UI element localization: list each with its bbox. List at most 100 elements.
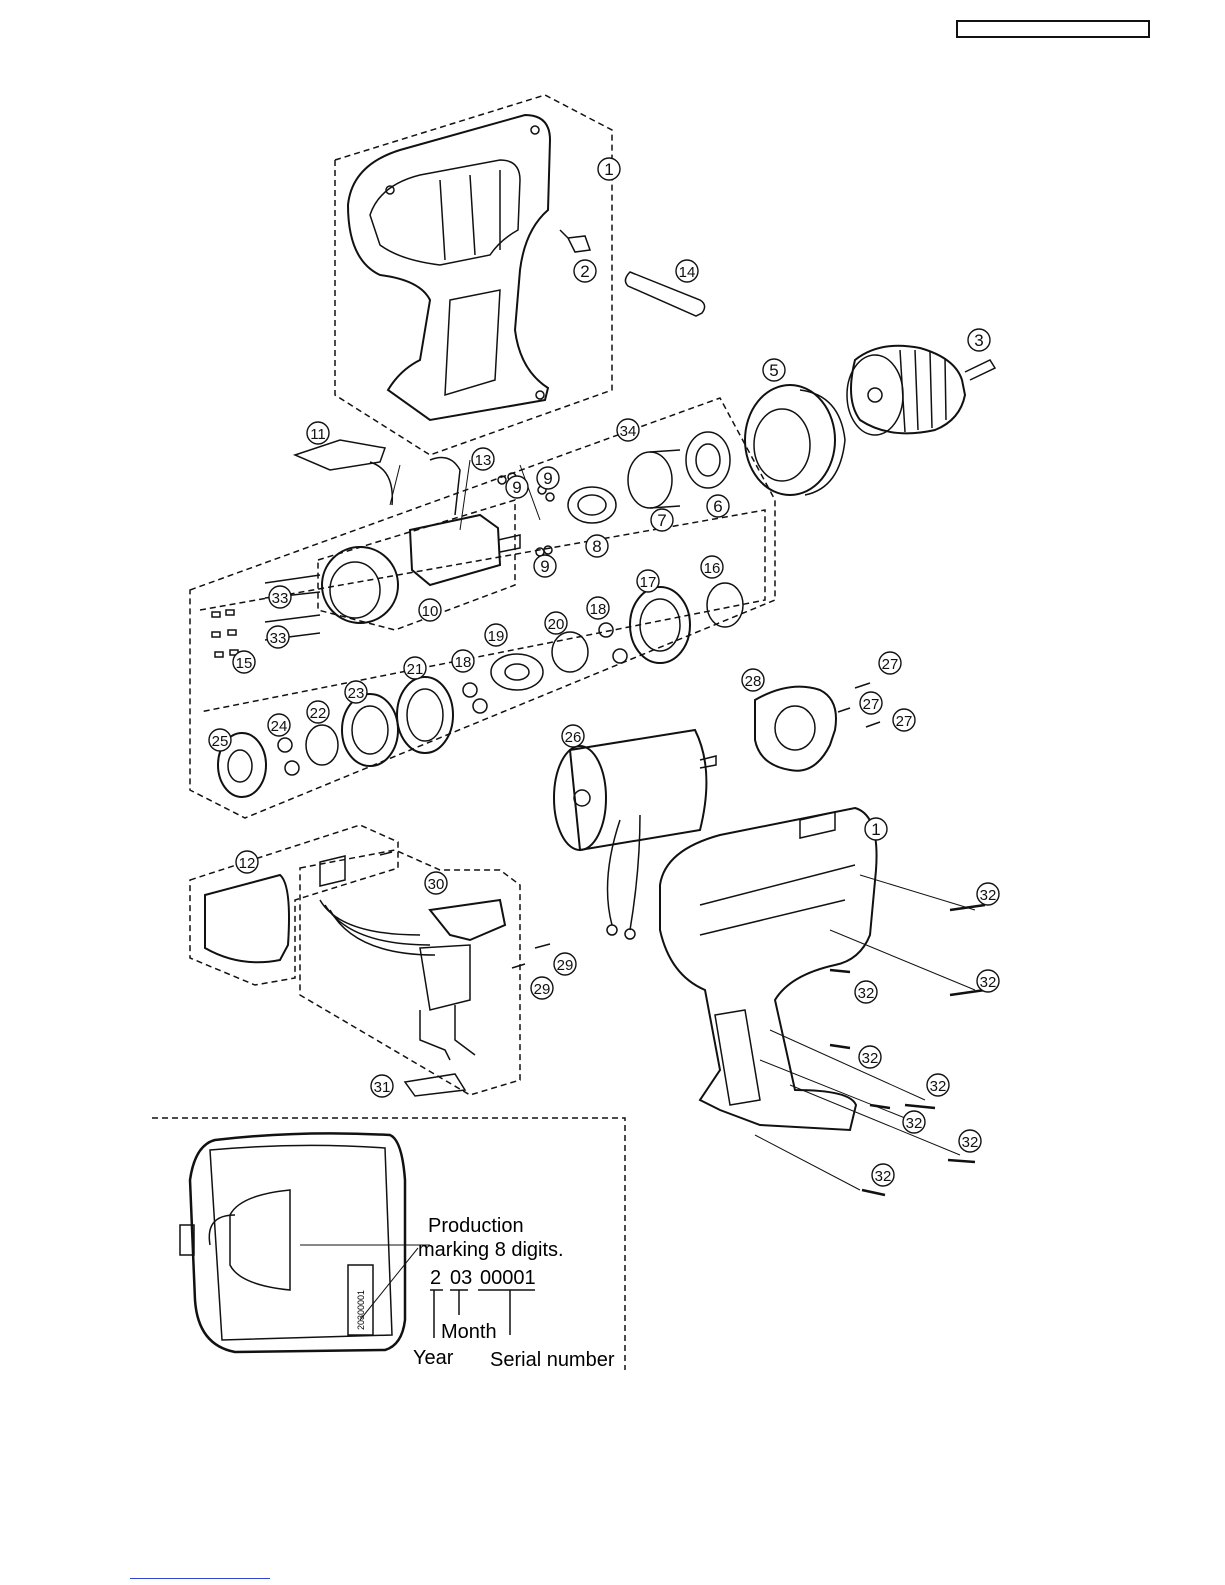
motor-26-lug xyxy=(607,925,617,935)
piece-15 xyxy=(215,652,223,657)
housing-right-grip xyxy=(715,1010,760,1105)
callout-29: 29 xyxy=(554,953,576,975)
code-month: 03 xyxy=(450,1267,472,1289)
washer-part-8-inner xyxy=(578,495,606,515)
planet-gear-18b xyxy=(473,699,487,713)
code-year: 2 xyxy=(430,1267,441,1289)
ring-gear-17-inner xyxy=(640,599,680,651)
planetary-group-outline xyxy=(200,510,765,712)
callout-number: 10 xyxy=(422,603,439,620)
motor-26-terminal xyxy=(700,756,716,768)
screws-32 xyxy=(830,905,985,1195)
callout-number: 32 xyxy=(862,1050,879,1067)
callout-number: 27 xyxy=(863,696,880,713)
callout-number: 19 xyxy=(488,628,505,645)
callout-number: 22 xyxy=(310,705,327,722)
callout-32: 32 xyxy=(959,1130,981,1152)
callout-32: 32 xyxy=(927,1074,949,1096)
callout-32: 32 xyxy=(977,883,999,905)
ring-part-6-inner xyxy=(696,444,720,476)
callout-18: 18 xyxy=(452,650,474,672)
callout-32: 32 xyxy=(872,1164,894,1186)
housing-screw-hole xyxy=(536,391,544,399)
callout-33: 33 xyxy=(269,586,291,608)
callout-number: 34 xyxy=(620,423,637,440)
callout-27: 27 xyxy=(860,692,882,714)
callout-8: 8 xyxy=(586,535,608,557)
chuck-face xyxy=(847,355,903,435)
callout-18: 18 xyxy=(587,597,609,619)
piece-15 xyxy=(212,612,220,617)
callout-number: 9 xyxy=(540,557,549,576)
motor-plate-28-hole xyxy=(775,706,815,750)
callout-32: 32 xyxy=(855,981,877,1003)
piece-15 xyxy=(212,632,220,637)
callout-12: 12 xyxy=(236,851,258,873)
callout-number: 9 xyxy=(512,478,521,497)
housing-left-half xyxy=(348,115,550,420)
callout-number: 3 xyxy=(974,331,983,350)
callout-number: 1 xyxy=(871,820,880,839)
clutch-ring-inner xyxy=(754,409,810,481)
piece-15 xyxy=(228,630,236,635)
callout-number: 21 xyxy=(407,661,424,678)
callout-number: 30 xyxy=(428,876,445,893)
callout-number: 33 xyxy=(272,590,289,607)
callout-number: 29 xyxy=(534,981,551,998)
switch-cap-group-outline xyxy=(190,825,398,985)
lever-part-11 xyxy=(295,440,392,505)
ring-gear-21-inner xyxy=(407,689,443,741)
motor-26-face xyxy=(554,746,606,850)
callout-21: 21 xyxy=(404,657,426,679)
callout-number: 18 xyxy=(455,654,472,671)
callout-9: 9 xyxy=(534,555,556,577)
washer-19 xyxy=(491,654,543,690)
callout-22: 22 xyxy=(307,701,329,723)
motor-26-body xyxy=(570,730,706,850)
stamp-marking: 20300001 xyxy=(356,1290,366,1330)
ball-part-9 xyxy=(546,493,554,501)
callout-number: 17 xyxy=(640,574,657,591)
chuck-body xyxy=(851,346,965,434)
callout-34: 34 xyxy=(617,419,639,441)
callout-10: 10 xyxy=(419,599,441,621)
footer-link-line xyxy=(130,1578,270,1579)
switch-plate-31 xyxy=(405,1074,465,1096)
callout-27: 27 xyxy=(893,709,915,731)
switch-group-outline xyxy=(300,850,520,1095)
callout-17: 17 xyxy=(637,570,659,592)
callout-layer: 1214353411139998761033331516171818192021… xyxy=(209,158,999,1186)
callout-number: 26 xyxy=(565,729,582,746)
callout-2: 2 xyxy=(574,260,596,282)
callout-32: 32 xyxy=(977,970,999,992)
callout-14: 14 xyxy=(676,260,698,282)
callout-11: 11 xyxy=(307,422,329,444)
clutch-ring-5 xyxy=(745,385,835,495)
motor-26-wires xyxy=(608,815,641,930)
callout-number: 28 xyxy=(745,673,762,690)
clip-part xyxy=(560,230,590,252)
spring-clip-13 xyxy=(430,458,460,515)
washer-part-8 xyxy=(568,487,616,523)
callout-26: 26 xyxy=(562,725,584,747)
callout-9: 9 xyxy=(506,476,528,498)
callout-7: 7 xyxy=(651,509,673,531)
callout-32: 32 xyxy=(859,1046,881,1068)
washer-19-inner xyxy=(505,664,529,680)
callout-number: 32 xyxy=(858,985,875,1002)
ring-gear-23 xyxy=(342,694,398,766)
callout-number: 29 xyxy=(557,957,574,974)
callout-number: 11 xyxy=(310,426,326,443)
switch-body-30 xyxy=(430,900,505,940)
label-year: Year xyxy=(413,1347,454,1369)
callout-1: 1 xyxy=(865,818,887,840)
callout-16: 16 xyxy=(701,556,723,578)
callout-33: 33 xyxy=(267,626,289,648)
housing-right-top-slot xyxy=(800,812,835,838)
production-note-line1: Production xyxy=(428,1215,524,1237)
housing-left-grip-rib xyxy=(445,290,500,395)
switch-cap-12 xyxy=(205,875,289,962)
code-serial: 00001 xyxy=(480,1267,536,1289)
callout-24: 24 xyxy=(268,714,290,736)
